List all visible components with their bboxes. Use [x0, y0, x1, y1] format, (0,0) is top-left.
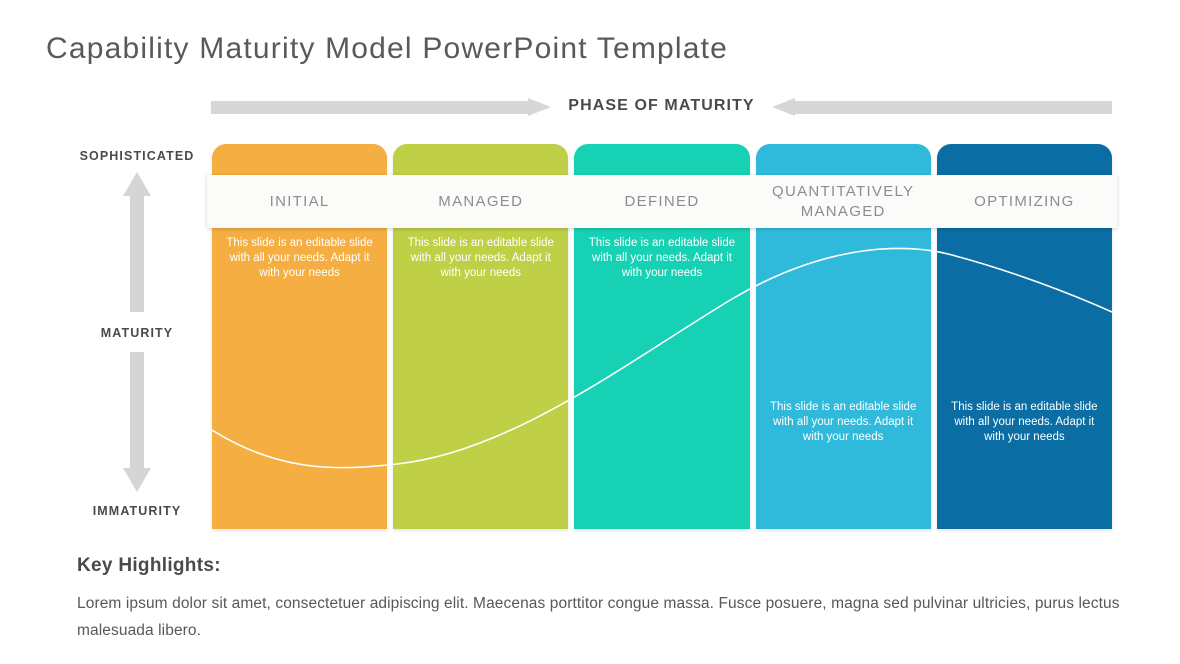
- arrow-right-pointing-icon: [211, 98, 551, 116]
- axis-label-sophisticated: SOPHISTICATED: [79, 149, 195, 163]
- key-highlights-title: Key Highlights:: [77, 555, 221, 576]
- phase-of-maturity-label: PHASE OF MATURITY: [568, 97, 755, 114]
- arrow-left-pointing-icon: [772, 98, 1112, 116]
- arrow-head: [123, 468, 151, 492]
- maturity-column-body: This slide is an editable slide with all…: [226, 237, 373, 279]
- arrow-head: [123, 172, 151, 196]
- stage-header-band: INITIAL MANAGED DEFINED QUANTITATIVELY MANA…: [207, 175, 1117, 228]
- maturity-column-body: This slide is an editable slide with all…: [407, 237, 554, 279]
- stage-header-2[interactable]: MANAGED: [438, 192, 524, 210]
- phase-of-maturity-band: PHASE OF MATURITY: [211, 88, 1112, 128]
- axis-label-maturity: MATURITY: [100, 326, 174, 340]
- arrow-shaft: [130, 352, 144, 469]
- maturity-axis: SOPHISTICATED MATURITY IMMATURITY: [62, 140, 212, 530]
- arrow-up-icon: [123, 172, 151, 312]
- key-highlights-body: Lorem ipsum dolor sit amet, consectetuer…: [77, 595, 1120, 639]
- stage-header-5[interactable]: OPTIMIZING: [974, 192, 1075, 210]
- maturity-column-body: This slide is an editable slide with all…: [769, 401, 917, 443]
- arrow-shaft: [130, 195, 144, 312]
- arrow-head: [528, 98, 551, 116]
- arrow-head: [772, 98, 795, 116]
- maturity-column-body: This slide is an editable slide with all…: [951, 401, 1098, 443]
- page-title: Capability Maturity Model PowerPoint Tem…: [46, 32, 729, 65]
- arrow-shaft: [794, 101, 1112, 114]
- stage-header-3[interactable]: DEFINED: [624, 192, 700, 210]
- stage-header-4[interactable]: QUANTITATIVELY MANAGED: [771, 182, 915, 220]
- maturity-column-body: This slide is an editable slide with all…: [588, 237, 736, 279]
- arrow-shaft: [211, 101, 529, 114]
- arrow-down-icon: [123, 352, 151, 492]
- axis-label-immaturity: IMMATURITY: [92, 504, 182, 518]
- stage-header-1[interactable]: INITIAL: [269, 192, 330, 210]
